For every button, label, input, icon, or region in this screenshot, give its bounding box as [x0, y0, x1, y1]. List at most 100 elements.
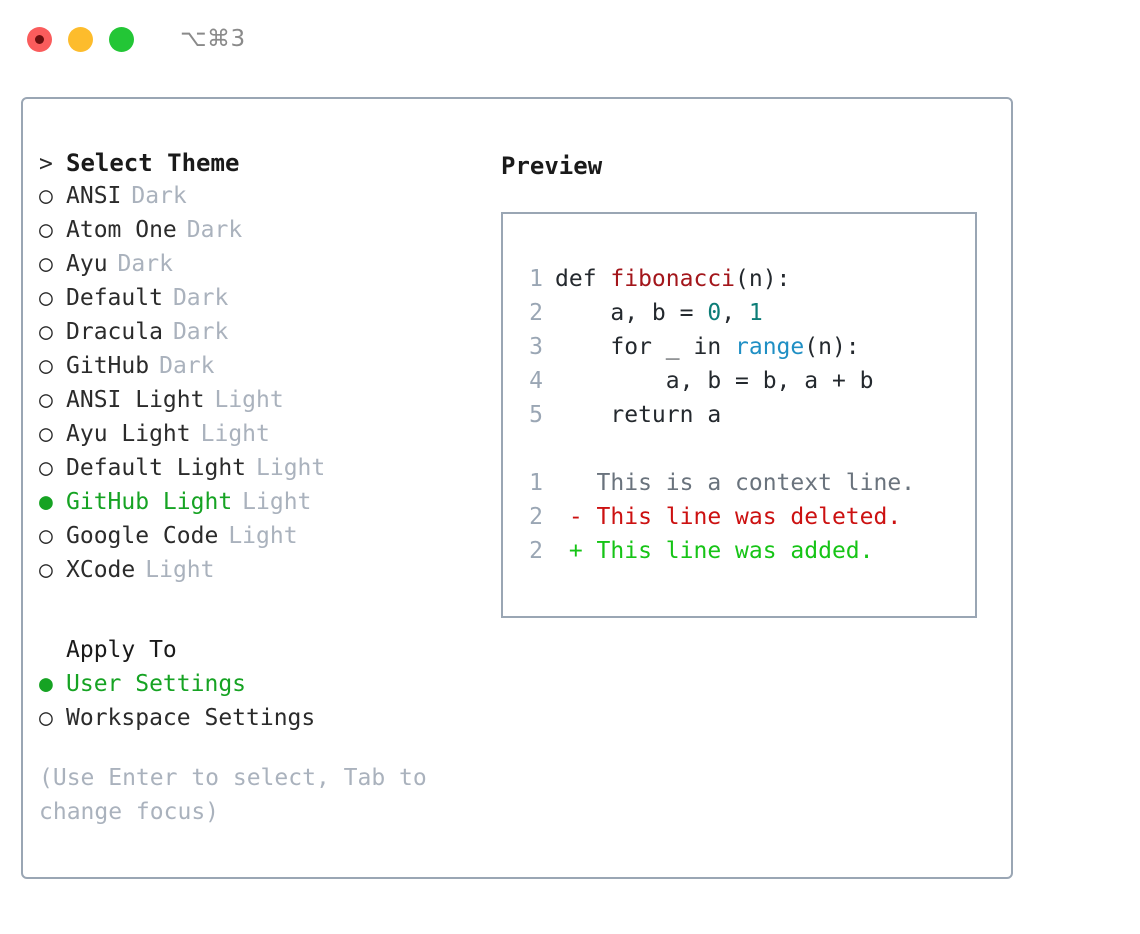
theme-list-item[interactable]: ○ Default Dark: [39, 285, 489, 319]
radio-unselected-icon[interactable]: ○: [39, 353, 53, 379]
theme-category-badge: Light: [228, 523, 298, 549]
radio-unselected-icon[interactable]: ○: [39, 183, 53, 209]
code-token-fn: fibonacci: [610, 266, 736, 292]
radio-unselected-icon[interactable]: ○: [39, 705, 53, 731]
theme-category-badge: Light: [214, 387, 284, 413]
theme-list-item[interactable]: ○ Ayu Light Light: [39, 421, 489, 455]
theme-category-badge: Light: [200, 421, 270, 447]
theme-category-badge: Dark: [117, 251, 173, 277]
theme-list-item[interactable]: ○ Atom One Dark: [39, 217, 489, 251]
diff-text: This is a context line.: [555, 470, 916, 496]
theme-name: Default: [66, 285, 163, 311]
line-number: 2: [529, 504, 543, 530]
diff-text: - This line was deleted.: [555, 504, 902, 530]
diff-line-add: 2 + This line was added.: [521, 534, 975, 568]
theme-name: Dracula: [66, 319, 163, 345]
code-text: for _ in range(n):: [555, 330, 860, 364]
title-bar: ⌥⌘3: [0, 0, 1140, 78]
radio-unselected-icon[interactable]: ○: [39, 217, 53, 243]
theme-category-badge: Dark: [172, 319, 229, 345]
line-number: 2: [529, 538, 543, 564]
theme-list-item[interactable]: ○ ANSI Dark: [39, 183, 489, 217]
zoom-button[interactable]: [109, 26, 134, 52]
minimize-button[interactable]: [68, 26, 93, 52]
radio-unselected-icon[interactable]: ○: [39, 557, 53, 583]
theme-category-badge: Dark: [131, 183, 187, 209]
code-token-plain: a, b =: [555, 300, 708, 326]
window-controls: [27, 26, 134, 52]
diff-line-ctx: 1 This is a context line.: [521, 466, 975, 500]
diff-sample: 1 This is a context line.2 - This line w…: [521, 466, 975, 568]
line-number: 2: [529, 300, 543, 326]
theme-list-item[interactable]: ○ GitHub Dark: [39, 353, 489, 387]
radio-unselected-icon[interactable]: ○: [39, 523, 53, 549]
theme-category-badge: Light: [145, 557, 215, 583]
theme-list-item[interactable]: ○ Google Code Light: [39, 523, 489, 557]
radio-selected-icon[interactable]: ●: [39, 489, 53, 515]
diff-text: + This line was added.: [555, 538, 874, 564]
radio-unselected-icon[interactable]: ○: [39, 251, 53, 277]
theme-name: Atom One: [66, 217, 177, 243]
code-token-num: 0: [707, 300, 722, 326]
theme-category-badge: Dark: [186, 217, 243, 243]
preview-title: Preview: [501, 152, 603, 180]
theme-list-item[interactable]: ○ XCode Light: [39, 557, 489, 591]
theme-name: ANSI Light: [66, 387, 205, 413]
theme-name: Default Light: [66, 455, 247, 481]
theme-list-item[interactable]: ● GitHub Light Light: [39, 489, 489, 523]
line-number: 4: [529, 368, 543, 394]
code-line: 2 a, b = 0, 1: [521, 296, 975, 330]
keyboard-hint-text: (Use Enter to select, Tab to change focu…: [39, 765, 441, 825]
apply-to-item[interactable]: ○ Workspace Settings: [39, 705, 489, 739]
diff-line-del: 2 - This line was deleted.: [521, 500, 975, 534]
theme-name: GitHub Light: [66, 489, 233, 515]
apply-to-title: Apply To: [66, 637, 177, 663]
apply-to-item[interactable]: ● User Settings: [39, 671, 489, 705]
theme-category-badge: Dark: [172, 285, 229, 311]
theme-category-badge: Light: [242, 489, 312, 515]
theme-list-item[interactable]: ○ ANSI Light Light: [39, 387, 489, 421]
code-token-plain: def: [555, 266, 611, 292]
code-token-plain: for _ in: [555, 334, 736, 360]
theme-name: Google Code: [66, 523, 219, 549]
prompt-caret-icon: >: [39, 151, 53, 177]
radio-unselected-icon[interactable]: ○: [39, 319, 53, 345]
line-number: 3: [529, 334, 543, 360]
code-text: def fibonacci(n):: [555, 262, 790, 296]
code-token-plain: return a: [555, 402, 722, 428]
radio-unselected-icon[interactable]: ○: [39, 285, 53, 311]
radio-unselected-icon[interactable]: ○: [39, 421, 53, 447]
theme-category-badge: Dark: [159, 353, 215, 379]
theme-name: GitHub: [66, 353, 150, 379]
code-token-num: 1: [748, 300, 763, 326]
radio-unselected-icon[interactable]: ○: [39, 455, 53, 481]
code-text: a, b = b, a + b: [555, 364, 874, 398]
apply-to-heading: Apply To: [39, 637, 489, 671]
theme-list-item[interactable]: ○ Dracula Dark: [39, 319, 489, 353]
radio-unselected-icon[interactable]: ○: [39, 387, 53, 413]
keyboard-shortcut-label: ⌥⌘3: [180, 25, 246, 52]
line-number: 1: [529, 470, 543, 496]
apply-to-label: Workspace Settings: [66, 705, 316, 731]
section-spacer: [39, 591, 489, 637]
close-button[interactable]: [27, 26, 52, 52]
apply-to-list: ● User Settings ○ Workspace Settings: [39, 671, 489, 739]
code-token-plain: (n):: [804, 334, 860, 360]
theme-name: XCode: [66, 557, 136, 583]
line-number: 5: [529, 402, 543, 428]
radio-selected-icon[interactable]: ●: [39, 671, 53, 697]
code-line: 4 a, b = b, a + b: [521, 364, 975, 398]
theme-name: Ayu Light: [66, 421, 191, 447]
apply-to-label: User Settings: [66, 671, 247, 697]
code-diff-spacer: [521, 432, 975, 466]
theme-name: ANSI: [66, 183, 122, 209]
